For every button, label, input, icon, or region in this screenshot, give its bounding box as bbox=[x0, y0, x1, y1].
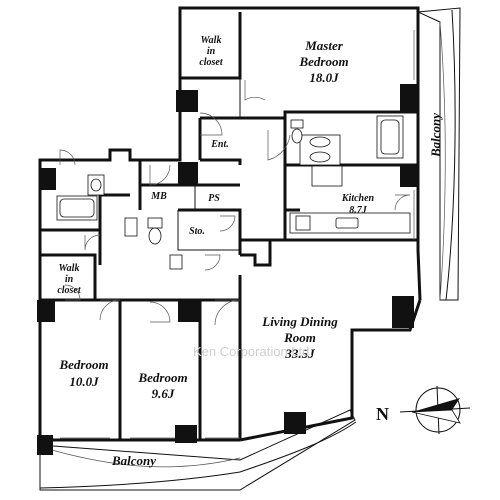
compass-n-label: N bbox=[376, 404, 389, 424]
walk-in-closet-left-label-1: Walk bbox=[59, 263, 80, 274]
kitchen-size: 8.7J bbox=[349, 205, 368, 216]
walk-in-closet-top-label-1: Walk bbox=[201, 35, 222, 46]
living-dining-size: 33.5J bbox=[284, 346, 315, 361]
bedroom-left-size: 10.0J bbox=[69, 374, 99, 389]
walk-in-closet-left-label-3: closet bbox=[57, 285, 82, 296]
south-balcony bbox=[39, 409, 357, 491]
fixtures bbox=[56, 115, 411, 270]
living-dining-label-2: Room bbox=[283, 330, 316, 345]
room-labels: Walk in closet Master Bedroom 18.0J Ent.… bbox=[57, 35, 443, 468]
compass: N bbox=[376, 385, 471, 435]
east-balcony bbox=[416, 7, 461, 301]
storage-label: Sto. bbox=[189, 226, 205, 237]
master-bedroom-label: Master bbox=[304, 38, 344, 53]
door-swings bbox=[59, 80, 411, 326]
windows bbox=[60, 30, 415, 439]
mb-label: MB bbox=[150, 191, 167, 202]
living-dining-label: Living Dining bbox=[261, 314, 338, 329]
entrance-label: Ent. bbox=[210, 139, 229, 150]
east-balcony-label: Balcony bbox=[428, 113, 443, 158]
bedroom-mid-label: Bedroom bbox=[137, 370, 187, 385]
walk-in-closet-top-label-2: in bbox=[207, 46, 216, 57]
bedroom-mid-size: 9.6J bbox=[152, 386, 175, 401]
columns bbox=[37, 84, 418, 455]
walk-in-closet-top-label-3: closet bbox=[199, 57, 224, 68]
walk-in-closet-left-label-2: in bbox=[65, 274, 74, 285]
watermark: Ken Corporation Ltd. bbox=[193, 344, 313, 359]
ps-label: PS bbox=[208, 193, 220, 204]
master-bedroom-label-2: Bedroom bbox=[298, 54, 348, 69]
south-balcony-label: Balcony bbox=[111, 453, 156, 468]
kitchen-label: Kitchen bbox=[341, 193, 375, 204]
bedroom-left-label: Bedroom bbox=[58, 357, 108, 372]
master-bedroom-size: 18.0J bbox=[309, 70, 339, 85]
